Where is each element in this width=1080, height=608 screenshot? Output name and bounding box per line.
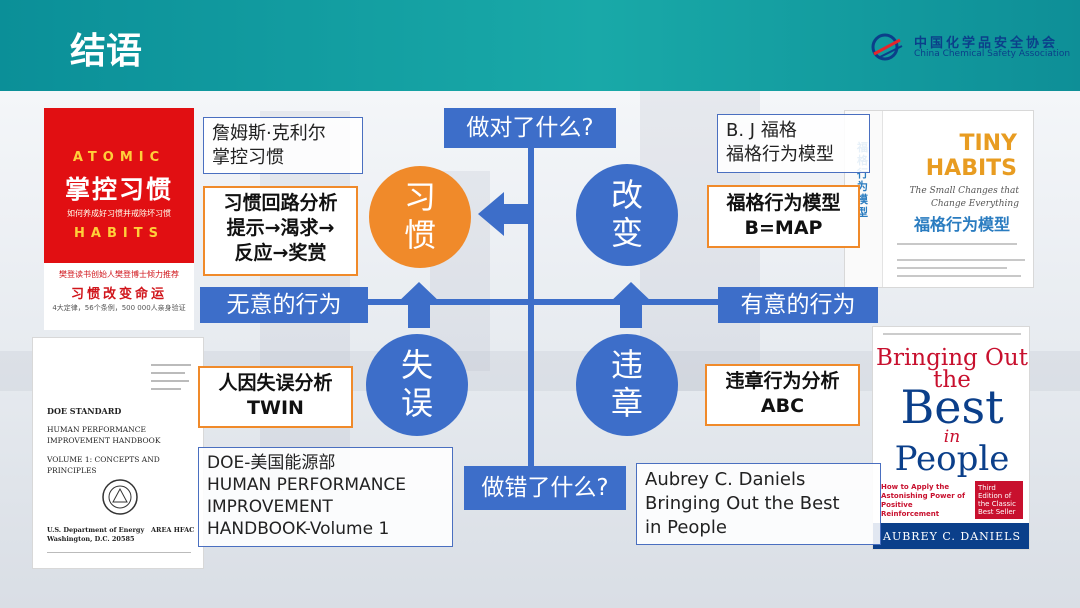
circle-error: 失 误 [366, 334, 468, 436]
association-logo: 中国化学品安全协会 China Chemical Safety Associat… [870, 30, 1070, 64]
book-cover-text: HABITS [74, 226, 164, 241]
label-line: 福格行为模型 [726, 144, 834, 165]
box-line: 违章行为分析 [725, 370, 840, 392]
book-cover-title-line: People [894, 439, 1010, 479]
axis-label-right: 有意的行为 [718, 287, 878, 323]
book-cover-text: ATOMIC [72, 150, 166, 165]
circle-char: 习 [403, 178, 436, 216]
label-line: B. J 福格 [726, 120, 797, 141]
circle-char: 变 [610, 214, 643, 252]
box-line: 提示→渴求→ [226, 217, 335, 239]
header-bar: 结语 中国化学品安全协会 China Chemical Safety Assoc… [0, 0, 1080, 91]
box-line: 福格行为模型 [726, 192, 841, 214]
book-cover-title-line: Best [900, 380, 1004, 434]
doe-standard-text: DOE STANDARD [47, 406, 122, 416]
book-cover-slogan: 习惯改变命运 [70, 287, 167, 302]
source-label-doe: DOE-美国能源部 HUMAN PERFORMANCE IMPROVEMENT … [198, 447, 453, 547]
book-cover-atomic-habits: ATOMIC 掌控习惯 如何养成好习惯并戒除坏习惯 HABITS 樊登读书创始人… [44, 108, 194, 330]
book-cover-white-band [44, 263, 194, 330]
book-cover-author: AUBREY C. DANIELS [873, 523, 1029, 549]
book-cover-stats: 4大定律，56个条例，500 000人亲身验证 [52, 304, 186, 312]
book-cover-promo: How to Apply the Astonishing Power of Po… [881, 483, 965, 518]
arrow-up-icon [608, 282, 654, 328]
label-line: Aubrey C. Daniels [645, 469, 806, 490]
label-line: HUMAN PERFORMANCE [207, 475, 407, 495]
book-cover-edition-badge: Third Edition of the Classic Best Seller [975, 481, 1023, 519]
axis-label-bottom: 做错了什么? [464, 466, 626, 510]
source-label-daniels: Aubrey C. Daniels Bringing Out the Best … [636, 463, 881, 545]
source-label-bj-fogg: B. J 福格 福格行为模型 [717, 114, 870, 173]
horizontal-axis [340, 299, 740, 305]
circle-violation: 违 章 [576, 334, 678, 436]
arrow-left-icon [478, 192, 534, 236]
circle-char: 失 [400, 346, 433, 384]
doe-seal-icon [102, 479, 138, 515]
box-line: B=MAP [744, 217, 823, 239]
box-line: TWIN [247, 397, 304, 419]
logo-emblem-icon [871, 33, 903, 61]
circle-char: 误 [400, 384, 433, 422]
logo-cn-text: 中国化学品安全协会 [914, 36, 1059, 51]
doe-dept-text: U.S. Department of Energy Washington, D.… [47, 526, 145, 543]
book-cover-doe-handbook: DOE STANDARD HUMAN PERFORMANCE IMPROVEME… [32, 337, 204, 569]
vertical-axis [528, 140, 534, 495]
book-cover-bringing-out-the-best: Bringing Out the Best in People How to A… [872, 326, 1030, 550]
circle-char: 章 [610, 384, 643, 422]
method-box-twin: 人因失误分析 TWIN [198, 366, 353, 428]
book-cover-cn-title: 福格行为模型 [913, 215, 1010, 234]
logo-en-text: China Chemical Safety Association [914, 49, 1071, 59]
label-line: Bringing Out the Best [645, 493, 840, 514]
arrow-up-icon [396, 282, 442, 328]
doe-area-text: AREA HFAC [151, 526, 195, 534]
axis-label-top: 做对了什么? [444, 108, 616, 148]
box-line: ABC [760, 395, 805, 417]
method-box-abc: 违章行为分析 ABC [705, 364, 860, 426]
method-box-fogg-model: 福格行为模型 B=MAP [707, 185, 860, 248]
label-line: in People [645, 517, 727, 538]
book-cover-title-line: in [943, 427, 961, 447]
book-cover-title: TINY HABITS [925, 131, 1017, 181]
label-line: 詹姆斯·克利尔 [212, 123, 326, 144]
circle-habit: 习 惯 [369, 166, 471, 268]
book-cover-title: 掌控习惯 [64, 175, 173, 204]
label-line: DOE-美国能源部 [207, 453, 336, 473]
book-cover-tiny-habits: 福格行为模型 TINY HABITS The Small Changes tha… [844, 110, 1034, 288]
method-box-habit-loop: 习惯回路分析 提示→渴求→ 反应→奖赏 [203, 186, 358, 276]
label-line: HANDBOOK-Volume 1 [207, 519, 390, 539]
axis-label-left: 无意的行为 [200, 287, 368, 323]
circle-char: 惯 [403, 216, 436, 254]
box-line: 习惯回路分析 [223, 192, 338, 214]
book-cover-title-line: Bringing Out the [876, 345, 1028, 393]
book-cover-subtitle: The Small Changes that Change Everything [909, 186, 1019, 209]
doe-volume-text: VOLUME 1: CONCEPTS AND PRINCIPLES [47, 455, 160, 475]
box-line: 反应→奖赏 [234, 242, 327, 264]
circle-change: 改 变 [576, 164, 678, 266]
page-title: 结语 [70, 31, 143, 72]
book-cover-promo: 樊登读书创始人樊登博士倾力推荐 [59, 270, 179, 279]
doe-title-text: HUMAN PERFORMANCE IMPROVEMENT HANDBOOK [47, 425, 161, 445]
box-line: 人因失误分析 [218, 372, 333, 394]
circle-char: 违 [610, 346, 643, 384]
source-label-james-clear: 詹姆斯·克利尔 掌控习惯 [203, 117, 363, 174]
circle-char: 改 [610, 176, 643, 214]
label-line: IMPROVEMENT [207, 497, 333, 517]
label-line: 掌控习惯 [212, 147, 284, 168]
book-cover-subtitle: 如何养成好习惯并戒除坏习惯 [67, 209, 171, 218]
